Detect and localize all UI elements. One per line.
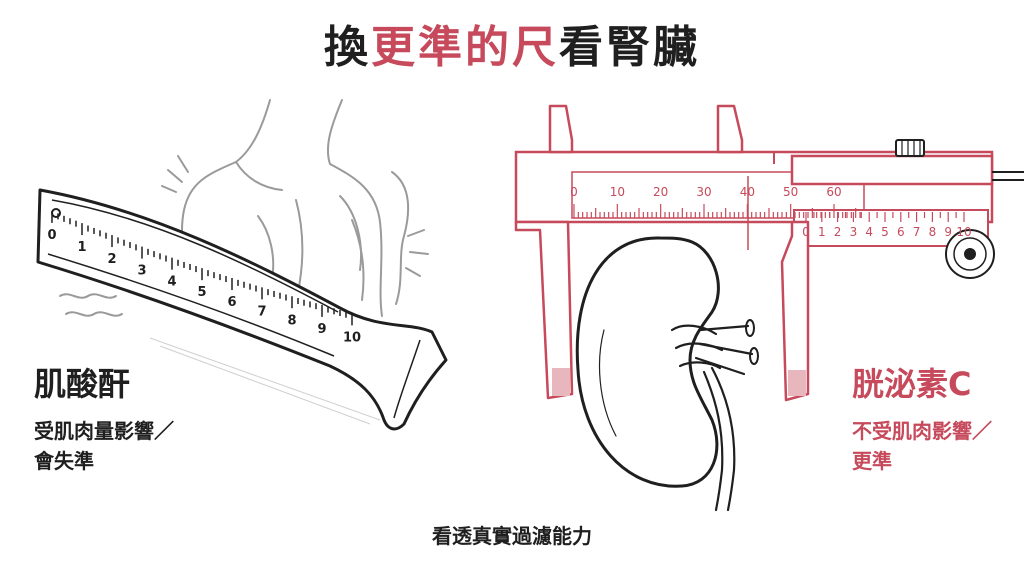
tape-number: 5 [197, 285, 206, 300]
tape-number: 1 [77, 240, 86, 255]
measuring-tape-icon: 0 1 2 3 4 5 6 7 8 9 10 [36, 188, 448, 431]
cystatin-desc-line1: 不受肌肉影響／ [852, 419, 992, 443]
main-scale-number: 20 [653, 185, 668, 199]
cystatin-desc-line2: 更準 [852, 449, 892, 473]
creatinine-label: 肌酸酐 [34, 365, 131, 403]
tape-number: 4 [167, 275, 176, 290]
tape-number: 8 [287, 313, 296, 328]
creatinine-desc-line1: 受肌肉量影響／ [34, 419, 174, 443]
vernier-scale-number: 3 [850, 225, 858, 239]
bottom-caption: 看透真實過濾能力 [432, 524, 592, 548]
vernier-scale-number: 6 [897, 225, 905, 239]
vernier-scale-number: 4 [865, 225, 873, 239]
page-title: 換更準的尺看腎臟 [0, 22, 1024, 74]
vernier-scale-number: 0 [802, 225, 810, 239]
tape-number: 7 [257, 304, 266, 319]
main-scale-number: 10 [610, 185, 625, 199]
main-scale-number: 60 [826, 185, 841, 199]
vernier-scale-number: 9 [944, 225, 952, 239]
main-scale-number: 0 [570, 185, 578, 199]
cystatin-c-label: 胱泌素C [852, 365, 972, 403]
creatinine-description: 受肌肉量影響／ 會失準 [34, 416, 174, 476]
title-accent: 更準的尺 [371, 22, 559, 73]
tape-number: 6 [227, 295, 236, 310]
main-scale-number: 30 [696, 185, 711, 199]
title-prefix: 換 [324, 22, 371, 73]
creatinine-desc-line2: 會失準 [34, 449, 94, 473]
tape-number: 10 [343, 330, 361, 345]
vernier-scale-number: 8 [929, 225, 937, 239]
tape-number: 3 [137, 264, 146, 279]
title-suffix: 看腎臟 [559, 22, 700, 73]
vernier-scale-number: 7 [913, 225, 921, 239]
cystatin-c-description: 不受肌肉影響／ 更準 [852, 416, 992, 476]
main-scale-number: 50 [783, 185, 798, 199]
vernier-scale-number: 2 [834, 225, 842, 239]
vernier-scale-number: 5 [881, 225, 889, 239]
vernier-scale-number: 10 [956, 225, 971, 239]
tape-number: 2 [107, 252, 116, 267]
tape-number: 9 [317, 322, 326, 337]
tape-number: 0 [47, 228, 56, 243]
vernier-scale-number: 1 [818, 225, 826, 239]
kidney-icon [575, 236, 759, 512]
